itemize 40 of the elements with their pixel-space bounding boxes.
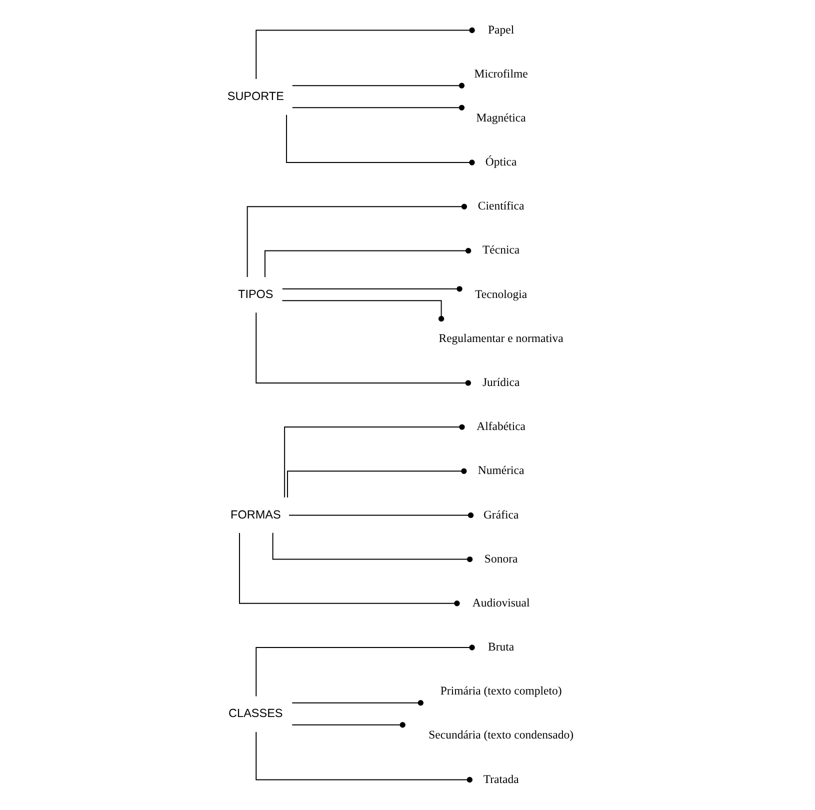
- node-text: Científica: [477, 200, 524, 213]
- connector: [246, 204, 467, 278]
- node-text: FORMAS: [230, 508, 280, 522]
- connector: [288, 512, 474, 518]
- connector: [281, 300, 444, 322]
- node-text: Audiovisual: [472, 596, 530, 610]
- connector: [291, 700, 423, 706]
- node-text: Jurídica: [482, 376, 520, 389]
- node-text: Numérica: [477, 464, 524, 478]
- connector: [255, 312, 471, 386]
- node-text: Bruta: [488, 640, 514, 654]
- connector: [272, 532, 472, 562]
- connector: [291, 722, 405, 728]
- node-text: TIPOS: [238, 288, 273, 301]
- node-text: Secundária (texto condensado): [428, 728, 574, 742]
- node-text: SUPORTE: [226, 90, 284, 103]
- connector: [264, 248, 471, 278]
- connector: [255, 644, 474, 697]
- connector: [286, 114, 474, 166]
- node-text: Alfabética: [476, 420, 526, 434]
- connector: [286, 468, 466, 498]
- connector: [255, 732, 472, 783]
- connector: [291, 82, 464, 88]
- node-text: Técnica: [482, 244, 520, 257]
- connector: [238, 532, 460, 606]
- node-text: Tecnologia: [474, 288, 527, 301]
- node-text: Microfilme: [474, 67, 528, 80]
- connector: [284, 424, 464, 498]
- node-text: Primária (texto completo): [440, 684, 562, 698]
- connector: [291, 104, 464, 110]
- node-text: Tratada: [482, 772, 518, 786]
- node-text: Sonora: [484, 552, 518, 566]
- connector: [281, 286, 462, 292]
- node-text: Regulamentar e normativa: [438, 332, 563, 345]
- node-text: Papel: [488, 23, 514, 36]
- node-text: Magnética: [476, 111, 526, 124]
- node-text: Gráfica: [482, 508, 518, 522]
- node-text: Óptica: [484, 156, 516, 169]
- connector: [255, 27, 474, 80]
- node-text: CLASSES: [228, 707, 282, 720]
